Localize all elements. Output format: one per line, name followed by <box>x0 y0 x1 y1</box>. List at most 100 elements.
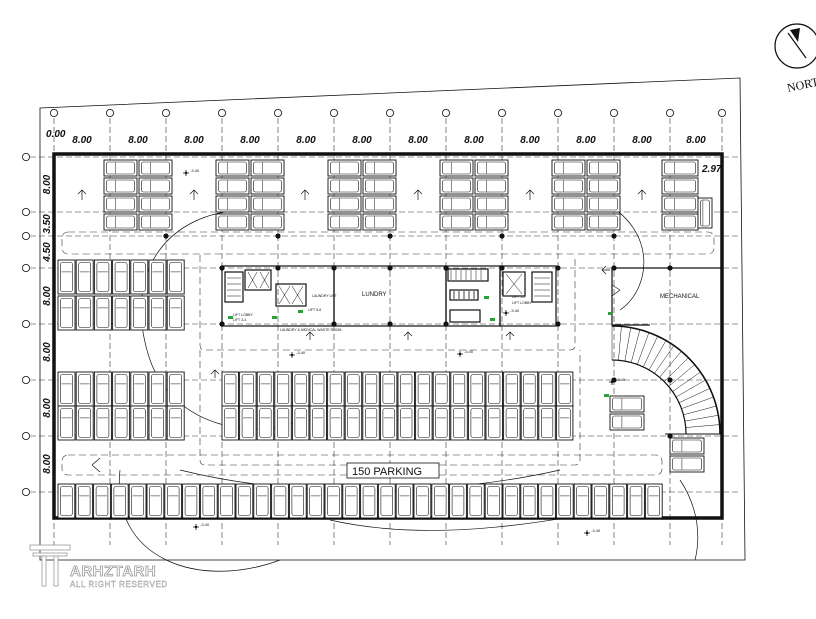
north-label: NORTH <box>786 73 816 95</box>
parking-stall <box>362 371 380 407</box>
parking-stall <box>397 405 415 441</box>
level-marker-text: -3.40 <box>464 349 474 354</box>
parking-stall <box>130 405 149 441</box>
level-markers: -3.40-3.40-3.40-3.40-3.40-3.40-3.40 <box>183 168 626 536</box>
parking-stall <box>415 371 433 407</box>
parking-stall <box>484 483 503 519</box>
parking-stall <box>397 371 415 407</box>
parking-stall <box>395 483 414 519</box>
helical-ramp <box>611 325 722 435</box>
parking-stall <box>439 195 474 213</box>
svg-text:150 PARKING: 150 PARKING <box>352 466 422 478</box>
parking-stall <box>362 195 397 213</box>
grid-bubble-top <box>610 109 619 118</box>
parking-stall <box>327 371 345 407</box>
parking-stall <box>57 483 76 519</box>
left-dimension-label: 8.00 <box>42 174 53 194</box>
parking-stall <box>432 405 451 441</box>
parking-stall <box>250 177 285 195</box>
parking-stall <box>503 371 521 407</box>
ramp-tread <box>681 396 714 409</box>
column-dot <box>331 265 337 271</box>
column-dot <box>499 265 505 271</box>
column-dot <box>667 377 673 383</box>
parking-stall <box>474 177 509 195</box>
left-dimension-label: 4.50 <box>42 242 53 263</box>
parking-stall <box>586 213 621 231</box>
top-dimension-label: 8.00 <box>408 135 428 146</box>
parking-stall <box>110 483 129 519</box>
parking-stall <box>221 405 239 441</box>
column-dot <box>443 265 449 271</box>
parking-stall <box>379 371 398 407</box>
parking-stall <box>342 483 361 519</box>
grid-bubble-left <box>21 207 30 216</box>
parking-stall <box>166 371 185 407</box>
core-right <box>499 265 557 327</box>
grid-bubble-top <box>718 109 727 118</box>
column-dot <box>331 321 337 327</box>
parking-stall <box>57 295 76 331</box>
level-marker-text: -3.40 <box>616 377 626 382</box>
column-dot <box>163 233 169 239</box>
parking-stall <box>146 483 165 519</box>
column-dot <box>555 265 561 271</box>
parking-stall <box>449 483 467 519</box>
parking-stall <box>669 437 705 455</box>
ramp-tread <box>664 357 689 382</box>
parking-stall <box>327 405 345 441</box>
origin-label: 0.00 <box>46 129 66 140</box>
left-dimension-label: 8.00 <box>42 286 53 306</box>
parking-stall <box>215 195 250 213</box>
ramp-markers <box>228 296 612 397</box>
parking-count-label: 150 PARKING <box>346 462 440 479</box>
lift-label-right: LIFT 1-2 <box>512 295 525 299</box>
column-dot <box>667 265 673 271</box>
traffic-arrows <box>77 189 647 473</box>
grid-bubble-top <box>497 109 506 118</box>
level-marker: -3.40 <box>183 168 200 176</box>
parking-stall <box>609 483 628 519</box>
parking-stall <box>520 371 539 407</box>
parking-stall <box>253 483 272 519</box>
grid-bubble-left <box>21 231 30 240</box>
column-dot <box>219 265 225 271</box>
ramp-tread <box>648 340 667 371</box>
ramp-tread <box>618 326 622 361</box>
parking-stall <box>324 483 343 519</box>
grid-bubbles <box>21 109 727 496</box>
svg-text:ARHZTARH: ARHZTARH <box>70 563 156 580</box>
parking-stall <box>93 483 111 519</box>
parking-stall <box>669 455 705 473</box>
parking-stall <box>627 483 645 519</box>
parking-stall <box>439 159 474 177</box>
level-marker: -3.40 <box>584 528 601 536</box>
svg-text:ALL RIGHT RESERVED: ALL RIGHT RESERVED <box>70 580 168 589</box>
corner-dimension: 2.97 <box>701 164 722 175</box>
column-dot <box>275 233 281 239</box>
parking-stall <box>586 195 621 213</box>
parking-stall <box>112 371 131 407</box>
parking-stall <box>239 371 257 407</box>
parking-stall <box>138 195 173 213</box>
parking-stall <box>93 259 112 295</box>
column-dot <box>387 321 393 327</box>
parking-stall <box>148 371 167 407</box>
parking-stall <box>450 405 468 441</box>
parking-stall <box>75 483 94 519</box>
parking-stall <box>538 371 556 407</box>
parking-stall <box>215 177 250 195</box>
grid-bubble-left <box>21 487 30 496</box>
parking-stall <box>75 295 94 331</box>
parking-stall <box>148 259 167 295</box>
parking-stall <box>93 295 112 331</box>
ramp-tread <box>672 371 701 392</box>
parking-stall <box>661 159 699 177</box>
parking-stall <box>215 159 250 177</box>
grid-bubble-top <box>329 109 338 118</box>
parking-stall <box>271 483 289 519</box>
column-dot <box>219 321 225 327</box>
top-dimension-label: 8.00 <box>296 135 316 146</box>
parking-stall <box>551 213 586 231</box>
parking-stall <box>239 405 257 441</box>
